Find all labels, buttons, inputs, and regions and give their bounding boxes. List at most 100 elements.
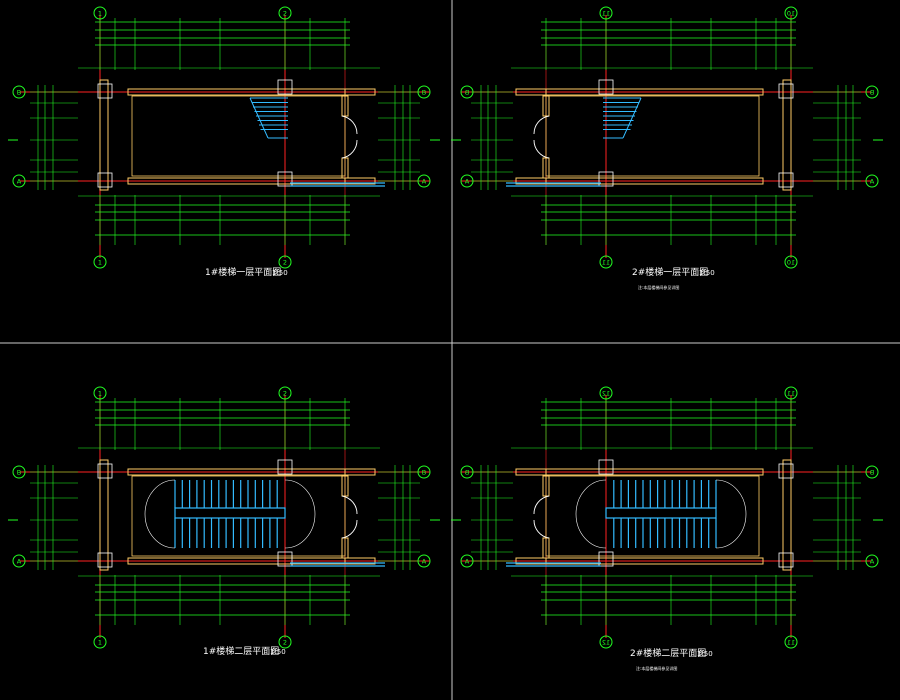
axis-bubble-left-top bbox=[12, 465, 26, 479]
drawing-title-3: 1#楼梯二层平面图 bbox=[203, 645, 279, 657]
axis-bubble-top-right-label: 12 bbox=[602, 390, 610, 398]
axis-bubble-top-left bbox=[784, 386, 798, 400]
axis-bubble-bottom-left-label: 1 bbox=[98, 639, 102, 647]
axis-bubble-bottom-left-label: 1 bbox=[98, 259, 102, 267]
axis-bubble-left-top bbox=[865, 465, 879, 479]
axis-bubble-right-bottom bbox=[417, 174, 431, 188]
axis-bubble-bottom-right-label: 2 bbox=[283, 639, 287, 647]
axis-bubble-top-right-label: 11 bbox=[602, 10, 610, 18]
drawing-subtitle-2: 注:本层楼梯间参见详图 bbox=[638, 284, 679, 290]
axis-bubble-right-top-label: B bbox=[422, 89, 426, 97]
axis-bubble-right-top bbox=[417, 465, 431, 479]
wall-top-ext bbox=[344, 88, 376, 96]
axis-bubble-bottom-left-label: 11 bbox=[787, 639, 795, 647]
axis-bubble-top-right bbox=[599, 6, 613, 20]
axis-bubble-right-top bbox=[460, 465, 474, 479]
wall-right-upper bbox=[542, 475, 550, 497]
drawing-scale-1: 1:50 bbox=[272, 269, 288, 277]
axis-bubble-top-right bbox=[278, 386, 292, 400]
drawing-title-2: 2#楼梯一层平面图 bbox=[632, 266, 708, 278]
column-2 bbox=[598, 79, 614, 95]
wall-top-ext bbox=[515, 88, 547, 96]
axis-bubble-right-bottom-label: A bbox=[422, 178, 427, 186]
axis-bubble-top-left-label: 1 bbox=[98, 10, 102, 18]
column-1 bbox=[97, 552, 113, 568]
axis-bubble-left-top bbox=[12, 85, 26, 99]
stair-break-line bbox=[622, 97, 642, 139]
wall-bottom-ext bbox=[515, 177, 547, 185]
axis-bubble-bottom-left bbox=[93, 255, 107, 269]
axis-bubble-top-right-label: 2 bbox=[283, 10, 287, 18]
column-3 bbox=[277, 171, 293, 187]
wall-right-upper bbox=[542, 95, 550, 117]
axis-bubble-top-left-label: 10 bbox=[787, 10, 795, 18]
axis-bubble-right-top bbox=[460, 85, 474, 99]
door-leaf-upper bbox=[533, 115, 550, 135]
axis-bubble-bottom-left-label: 10 bbox=[787, 259, 795, 267]
axis-bubble-right-bottom bbox=[417, 554, 431, 568]
drawing-scale-2: 1:50 bbox=[699, 269, 715, 277]
wall-right-upper bbox=[341, 475, 349, 497]
wall-left bbox=[99, 459, 109, 571]
axis-bubble-top-right-label: 2 bbox=[283, 390, 287, 398]
axis-bubble-right-top-label: B bbox=[465, 89, 469, 97]
door-leaf-upper bbox=[341, 495, 358, 515]
stair-break-line bbox=[249, 97, 269, 139]
axis-bubble-left-bottom bbox=[12, 554, 26, 568]
door-leaf-lower bbox=[533, 139, 550, 159]
axis-bubble-left-bottom-label: A bbox=[17, 178, 22, 186]
axis-bubble-left-bottom-label: A bbox=[869, 558, 874, 566]
room-inner bbox=[131, 95, 346, 177]
wall-left bbox=[99, 79, 109, 191]
stair-handrail bbox=[605, 507, 717, 519]
axis-bubble-right-top bbox=[417, 85, 431, 99]
drawing-title-4: 2#楼梯二层平面图 bbox=[630, 647, 706, 659]
axis-bubble-top-right bbox=[278, 6, 292, 20]
axis-bubble-bottom-right-label: 11 bbox=[602, 259, 610, 267]
wall-top-ext bbox=[515, 468, 547, 476]
column-3 bbox=[598, 551, 614, 567]
axis-bubble-top-left bbox=[93, 6, 107, 20]
wall-right-lower bbox=[542, 157, 550, 179]
axis-bubble-bottom-right bbox=[599, 255, 613, 269]
axis-bubble-bottom-right bbox=[278, 255, 292, 269]
axis-bubble-left-top-label: B bbox=[17, 89, 21, 97]
axis-bubble-left-top-label: B bbox=[870, 89, 874, 97]
axis-bubble-bottom-right bbox=[599, 635, 613, 649]
wall-left bbox=[782, 459, 792, 571]
stair-landing-arc-left bbox=[144, 479, 176, 549]
column-1 bbox=[97, 172, 113, 188]
axis-bubble-bottom-left bbox=[93, 635, 107, 649]
axis-bubble-right-top-label: B bbox=[465, 469, 469, 477]
column-0 bbox=[778, 463, 794, 479]
column-0 bbox=[97, 463, 113, 479]
drawing-scale-3: 1:50 bbox=[270, 648, 286, 656]
axis-bubble-bottom-right-label: 12 bbox=[602, 639, 610, 647]
door-leaf-lower bbox=[341, 519, 358, 539]
wall-right-lower bbox=[542, 537, 550, 559]
wall-bottom-ext bbox=[344, 557, 376, 565]
stair-landing-arc-right bbox=[575, 479, 607, 549]
axis-bubble-right-bottom bbox=[460, 554, 474, 568]
axis-bubble-right-bottom bbox=[460, 174, 474, 188]
door-leaf-lower bbox=[533, 519, 550, 539]
axis-bubble-left-top-label: B bbox=[17, 469, 21, 477]
axis-bubble-top-right bbox=[599, 386, 613, 400]
column-1 bbox=[778, 552, 794, 568]
axis-bubble-top-left-label: 11 bbox=[787, 390, 795, 398]
wall-right-lower bbox=[341, 157, 349, 179]
door-leaf-upper bbox=[341, 115, 358, 135]
door-leaf-lower bbox=[341, 139, 358, 159]
axis-bubble-bottom-right-label: 2 bbox=[283, 259, 287, 267]
room-inner bbox=[131, 475, 346, 557]
drawing-title-1: 1#楼梯一层平面图 bbox=[205, 266, 281, 278]
stair-landing-arc-right bbox=[284, 479, 316, 549]
axis-bubble-bottom-left bbox=[784, 255, 798, 269]
axis-bubble-right-bottom-label: A bbox=[464, 178, 469, 186]
axis-bubble-left-top-label: B bbox=[870, 469, 874, 477]
drawing-scale-4: 1:50 bbox=[697, 650, 713, 658]
